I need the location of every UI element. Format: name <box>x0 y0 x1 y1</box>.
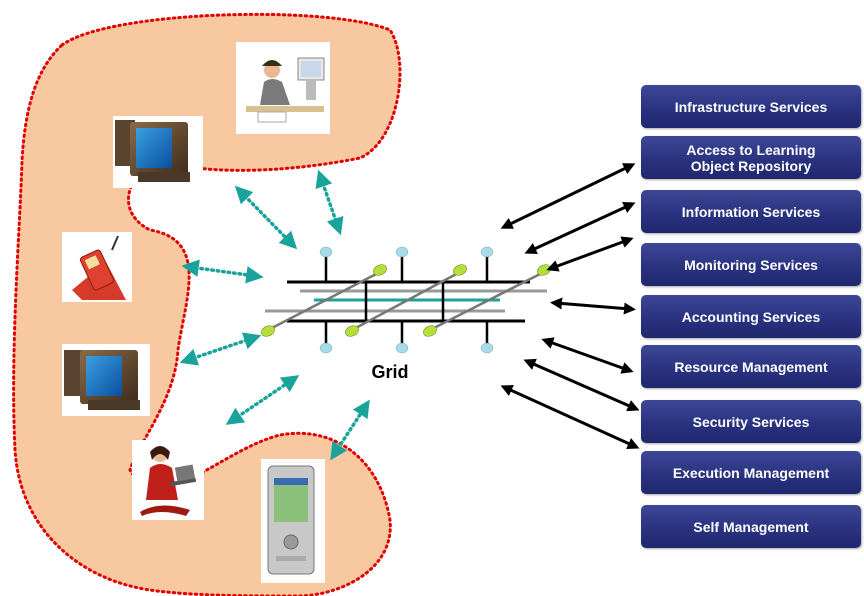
service-label: Infrastructure Services <box>674 98 828 115</box>
office-worker-computer-icon <box>236 42 330 134</box>
resource-management-button[interactable]: Resource Management <box>641 345 861 388</box>
device-grid-arrow <box>330 399 370 461</box>
grid-service-arrow <box>500 163 636 229</box>
device-grid-arrow <box>181 259 264 284</box>
grid-network <box>261 246 551 354</box>
accounting-services-button[interactable]: Accounting Services <box>641 295 861 338</box>
service-label: Self Management <box>693 518 809 535</box>
device-grid-connections <box>179 169 370 461</box>
execution-management-button[interactable]: Execution Management <box>641 451 861 494</box>
service-label-line1: Access to Learning <box>686 141 816 158</box>
grid-service-arrow <box>500 385 640 449</box>
grid-service-arrow <box>546 236 634 272</box>
service-label: Monitoring Services <box>684 256 818 273</box>
infrastructure-services-button[interactable]: Infrastructure Services <box>641 85 861 128</box>
device-grid-arrow <box>234 185 298 250</box>
woman-with-laptop-icon <box>132 440 204 520</box>
access-learning-object-repository-button[interactable]: Access to Learning Object Repository <box>641 136 861 179</box>
monitoring-services-button[interactable]: Monitoring Services <box>641 243 861 286</box>
service-label: Information Services <box>681 203 821 220</box>
grid-node <box>319 246 494 354</box>
grid-service-arrow <box>550 297 636 315</box>
device-grid-arrow <box>315 169 344 236</box>
mobile-phone-icon <box>62 232 132 302</box>
pda-handheld-icon <box>261 459 325 583</box>
security-services-button[interactable]: Security Services <box>641 400 861 443</box>
device-grid-arrow <box>179 332 262 366</box>
service-label-line2: Object Repository <box>690 157 812 174</box>
desktop-computer-icon <box>62 344 150 416</box>
information-services-button[interactable]: Information Services <box>641 190 861 233</box>
grid-service-arrow <box>541 337 634 374</box>
service-label: Resource Management <box>674 358 828 375</box>
client-region <box>12 12 402 596</box>
grid-service-connections <box>500 163 640 449</box>
self-management-button[interactable]: Self Management <box>641 505 861 548</box>
service-label: Execution Management <box>672 464 830 481</box>
service-label: Security Services <box>692 413 810 430</box>
desktop-computer-icon <box>113 116 203 188</box>
service-label: Accounting Services <box>681 308 821 325</box>
grid-label: Grid <box>371 362 409 382</box>
device-grid-arrow <box>225 375 300 425</box>
grid-service-arrow <box>523 358 640 412</box>
